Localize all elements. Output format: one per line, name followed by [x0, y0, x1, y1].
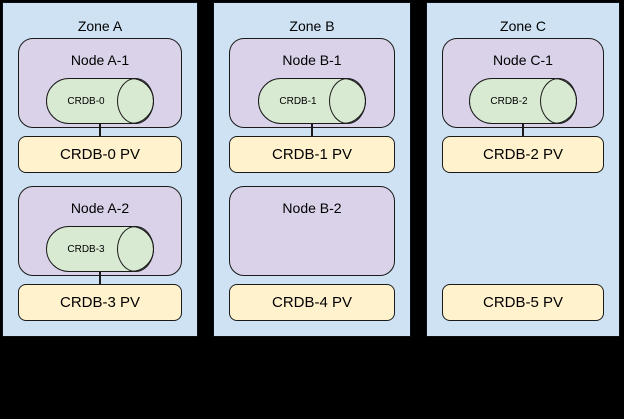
- crdb-3-cylinder: CRDB-3: [46, 226, 154, 272]
- node-a-1-label: Node A-1: [70, 52, 130, 68]
- pv-crdb-5: CRDB-5 PV: [442, 284, 604, 321]
- zone-c: Zone C Node C-1 CRDB-2 CRDB-2 PV CRDB-5 …: [426, 2, 620, 337]
- connector-crdb-1-to-pv: [311, 124, 313, 136]
- crdb-1-label: CRDB-1: [279, 95, 317, 107]
- zone-a-label: Zone A: [77, 18, 123, 34]
- zone-b-label: Zone B: [289, 18, 335, 34]
- crdb-1-cylinder: CRDB-1: [258, 78, 366, 124]
- zone-c-label: Zone C: [500, 18, 546, 34]
- node-c-1-label: Node C-1: [493, 52, 553, 68]
- crdb-0-cylinder: CRDB-0: [46, 78, 154, 124]
- crdb-0-label: CRDB-0: [67, 95, 105, 107]
- cylinder-face-ellipse: [117, 78, 154, 124]
- pv-crdb-1: CRDB-1 PV: [229, 136, 395, 173]
- pv-crdb-0: CRDB-0 PV: [18, 136, 182, 173]
- zone-b: Zone B Node B-1 CRDB-1 CRDB-1 PV Node B-…: [213, 2, 411, 337]
- crdb-2-cylinder: CRDB-2: [469, 78, 577, 124]
- pv-crdb-1-label: CRDB-1 PV: [271, 146, 353, 163]
- pv-crdb-4-label: CRDB-4 PV: [271, 294, 353, 311]
- node-b-2-label: Node B-2: [282, 200, 342, 216]
- cylinder-face-ellipse: [540, 78, 577, 124]
- connector-crdb-3-to-pv: [99, 272, 101, 284]
- node-b-1-label: Node B-1: [282, 52, 342, 68]
- crdb-3-label: CRDB-3: [67, 243, 105, 255]
- node-c-1: Node C-1 CRDB-2: [442, 38, 604, 128]
- pv-crdb-3-label: CRDB-3 PV: [59, 294, 141, 311]
- node-a-2: Node A-2 CRDB-3: [18, 186, 182, 276]
- node-b-1: Node B-1 CRDB-1: [229, 38, 395, 128]
- pv-crdb-3: CRDB-3 PV: [18, 284, 182, 321]
- pv-crdb-2: CRDB-2 PV: [442, 136, 604, 173]
- pv-crdb-2-label: CRDB-2 PV: [482, 146, 564, 163]
- cylinder-face-ellipse: [117, 226, 154, 272]
- pv-crdb-0-label: CRDB-0 PV: [59, 146, 141, 163]
- node-a-2-label: Node A-2: [70, 200, 130, 216]
- connector-crdb-2-to-pv: [522, 124, 524, 136]
- pv-crdb-4: CRDB-4 PV: [229, 284, 395, 321]
- pv-crdb-5-label: CRDB-5 PV: [482, 294, 564, 311]
- cylinder-face-ellipse: [329, 78, 366, 124]
- node-a-1: Node A-1 CRDB-0: [18, 38, 182, 128]
- connector-crdb-0-to-pv: [99, 124, 101, 136]
- node-b-2: Node B-2: [229, 186, 395, 276]
- crdb-2-label: CRDB-2: [490, 95, 528, 107]
- zone-a: Zone A Node A-1 CRDB-0 CRDB-0 PV Node A-…: [2, 2, 198, 337]
